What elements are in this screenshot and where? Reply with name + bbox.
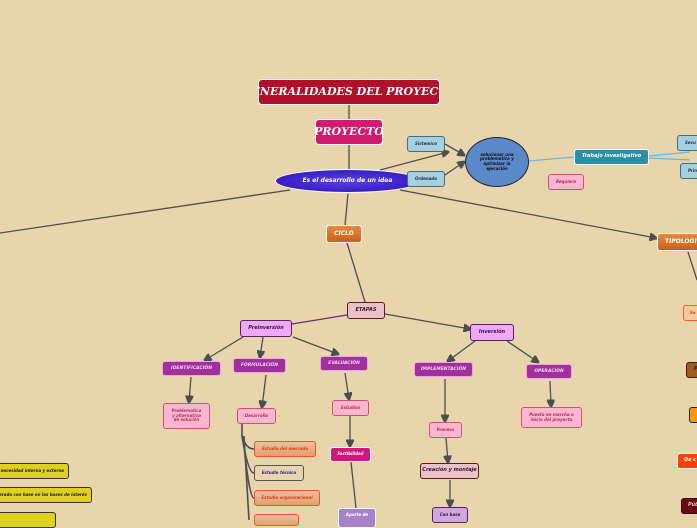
- operacion-node[interactable]: OPERACIÓN: [526, 364, 572, 379]
- tipologia-item-1[interactable]: Se: [683, 305, 697, 321]
- problematica-node[interactable]: Problematica y alternativa de solución: [163, 403, 210, 429]
- secundario-node[interactable]: Secu: [677, 135, 697, 151]
- tipologia-node[interactable]: TIPOLOGI: [657, 233, 697, 251]
- main-title-node[interactable]: GENERALIDADES DEL PROYECTO: [258, 79, 440, 105]
- estudio-node[interactable]: [254, 514, 299, 526]
- sistemico-node[interactable]: Sistemico: [407, 136, 445, 152]
- aporte-node[interactable]: Aporte de: [338, 508, 376, 528]
- implementacion-node[interactable]: IMPLEMENTACIÓN: [414, 362, 473, 377]
- yellow-node-3[interactable]: [0, 512, 56, 528]
- factibilidad-node[interactable]: Factibilidad: [330, 447, 371, 462]
- inversion-node[interactable]: Inversión: [470, 324, 514, 341]
- primario-node[interactable]: Prin: [680, 163, 697, 179]
- tipologia-item-4[interactable]: De c: [677, 453, 697, 469]
- estudio-mercado-node[interactable]: Estudio del mercado: [254, 441, 316, 457]
- puesta-en-marcha-node[interactable]: Puesta en marcha o inicio del proyecto: [521, 407, 582, 428]
- proyecto-node[interactable]: PROYECTO: [315, 119, 383, 145]
- ordenado-node[interactable]: Ordenado: [407, 171, 445, 187]
- preinversion-node[interactable]: Preinversión: [240, 320, 292, 337]
- tipologia-item-3[interactable]: [689, 407, 697, 423]
- definition-node[interactable]: Es el desarrollo de un idea: [275, 169, 420, 193]
- desarrollo-node[interactable]: Desarrollo: [237, 408, 276, 424]
- estudio-tecnico-node[interactable]: Estudio técnico: [254, 465, 304, 481]
- con-base-node[interactable]: Con base: [432, 507, 468, 523]
- identificacion-node[interactable]: IDENTIFICACIÓN: [162, 361, 221, 376]
- requiere-node[interactable]: Requiere: [548, 174, 584, 190]
- tipologia-item-5[interactable]: Públ: [681, 498, 697, 514]
- etapas-node[interactable]: ETAPAS: [347, 302, 385, 319]
- objetivo-node[interactable]: solucionar una problematica y optimizar …: [465, 137, 529, 187]
- estudio-organizacional-node[interactable]: Estudio organizacional: [254, 490, 320, 506]
- creacion-montaje-node[interactable]: Creación y montaje: [420, 463, 479, 479]
- estudios-node[interactable]: Estudios: [332, 400, 369, 416]
- yellow-node-1[interactable]: necesidad interna y externa: [0, 463, 69, 479]
- evaluacion-node[interactable]: EVALUACIÓN: [320, 356, 368, 371]
- proceso-node[interactable]: Proceso: [429, 422, 462, 438]
- tipologia-item-2[interactable]: P: [686, 362, 697, 378]
- formulacion-node[interactable]: FORMULACIÓN: [233, 358, 286, 373]
- yellow-node-2[interactable]: erado con base en las bases de interés: [0, 487, 92, 503]
- ciclo-node[interactable]: CICLO: [326, 225, 362, 243]
- trabajo-investigativo-node[interactable]: Trabajo investigativo: [574, 149, 649, 165]
